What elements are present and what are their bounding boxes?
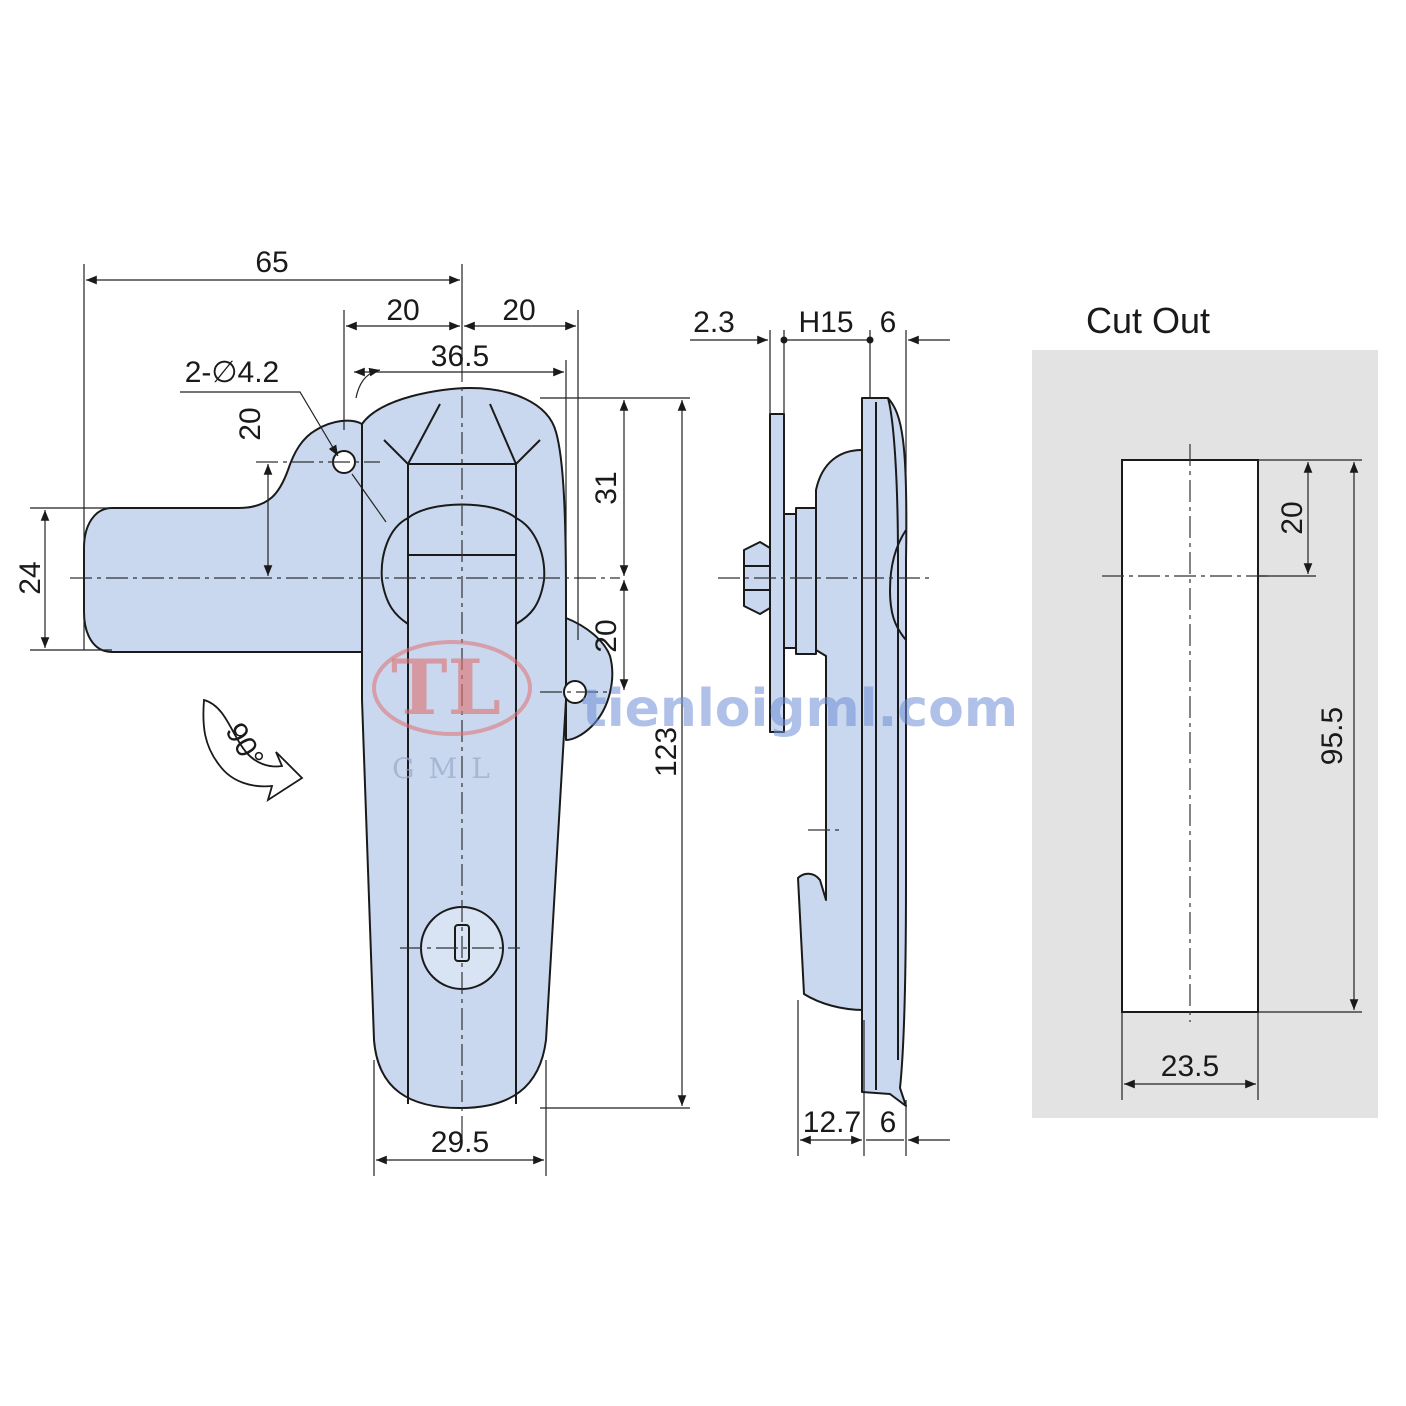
dim-12-7: 12.7 [803, 1106, 861, 1139]
side-view: 2.3 H15 6 12.7 6 [690, 306, 950, 1156]
handle-body [361, 387, 567, 1109]
dim-hole-diameter: 2-∅4.2 [185, 356, 280, 389]
dim-left-20: 20 [386, 294, 419, 327]
rotation-arrow-icon [202, 698, 304, 803]
front-view: 65 20 20 36.5 2-∅4.2 20 24 31 20 123 29.… [14, 246, 690, 1176]
cut-out-dim-20: 20 [1276, 501, 1309, 534]
watermark: TL GML tienloigml.com [372, 640, 1018, 785]
dim-width-65: 65 [255, 246, 288, 279]
watermark-site: tienloigml.com [582, 679, 1018, 739]
dim-height-123: 123 [650, 727, 683, 777]
dim-bottom-6: 6 [880, 1106, 897, 1139]
dim-width-36-5: 36.5 [431, 340, 489, 373]
dim-h15: H15 [798, 306, 853, 339]
handle-lever [83, 419, 363, 653]
dim-2-3: 2.3 [693, 306, 735, 339]
handle-side-ear [565, 617, 614, 741]
dim-lever-24: 24 [14, 561, 47, 594]
cut-out-dim-95-5: 95.5 [1316, 707, 1349, 765]
dim-hole-offset-20: 20 [234, 407, 267, 440]
watermark-logo-sub: GML [392, 752, 504, 785]
watermark-logo: TL [391, 643, 501, 732]
handle-flange [861, 397, 908, 1107]
dim-lower-20: 20 [590, 619, 623, 652]
dim-right-20: 20 [502, 294, 535, 327]
cut-out-view: Cut Out 20 95.5 23.5 [1032, 300, 1378, 1118]
cut-out-title: Cut Out [1086, 300, 1210, 341]
dim-top-31: 31 [590, 471, 623, 504]
cut-out-dim-23-5: 23.5 [1161, 1050, 1219, 1083]
dim-bottom-29-5: 29.5 [431, 1126, 489, 1159]
dim-top-6: 6 [880, 306, 897, 339]
handle-side-body [797, 449, 865, 1011]
